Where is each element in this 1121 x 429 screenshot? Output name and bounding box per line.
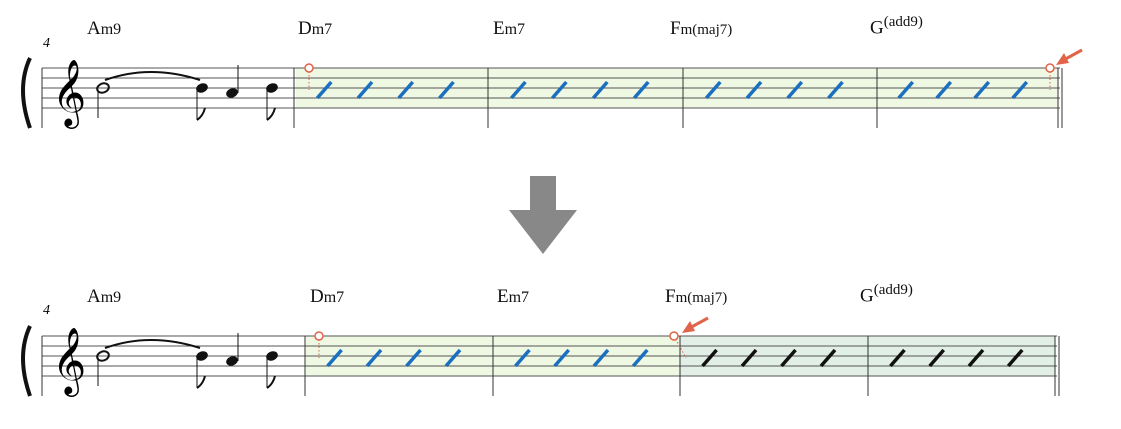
- rhythm-slash: [438, 80, 455, 100]
- selection-handle: [1045, 63, 1055, 73]
- chord-root: A: [87, 286, 101, 307]
- selection-handle: [314, 331, 324, 341]
- chord-symbol[interactable]: Em7: [493, 18, 525, 40]
- rhythm-slash: [928, 348, 946, 368]
- rhythm-slash: [553, 348, 571, 368]
- chord-quality: m9: [100, 289, 122, 306]
- chord-root: D: [310, 286, 324, 307]
- treble-clef-icon: 𝄞: [52, 58, 86, 129]
- note-head: [196, 351, 208, 361]
- chord-symbol[interactable]: Em7: [497, 286, 529, 308]
- pointer-arrowhead: [1056, 53, 1069, 65]
- rhythm-slash: [897, 80, 915, 100]
- chord-symbol[interactable]: Fm(maj7): [665, 286, 727, 308]
- rhythm-slash: [819, 348, 837, 368]
- rhythm-slash: [740, 348, 758, 368]
- note-head: [266, 351, 278, 361]
- rhythm-slash: [631, 348, 649, 368]
- tie: [104, 339, 201, 349]
- half-note: [96, 82, 110, 94]
- rhythm-slash: [356, 80, 374, 100]
- measure-number-top: 4: [43, 36, 50, 51]
- chord-quality: m7: [323, 289, 345, 306]
- rhythm-slash: [591, 80, 609, 100]
- selection-handle: [669, 331, 679, 341]
- chord-quality: (add9): [873, 282, 913, 298]
- chord-symbol[interactable]: G(add9): [860, 282, 913, 307]
- system-bracket: [21, 57, 32, 129]
- rhythm-slash: [592, 348, 610, 368]
- chord-quality: m(maj7): [675, 290, 728, 306]
- system-bracket: [21, 325, 32, 397]
- chord-root: A: [87, 18, 101, 39]
- rhythm-slash: [704, 80, 722, 100]
- chord-root: G: [860, 285, 874, 307]
- chord-symbol[interactable]: Dm7: [310, 286, 344, 308]
- chord-quality: m7: [311, 21, 333, 38]
- eighth-flag: [266, 375, 276, 389]
- chord-quality: m7: [508, 289, 530, 306]
- pointer-arrowhead: [682, 321, 695, 333]
- note-head: [196, 83, 208, 93]
- chord-quality: m(maj7): [680, 22, 733, 38]
- rhythm-slash: [444, 348, 462, 368]
- half-note: [96, 350, 110, 362]
- chord-quality: m7: [504, 21, 526, 38]
- rhythm-slash: [632, 80, 650, 100]
- rhythm-slash: [551, 80, 568, 100]
- note-head: [226, 88, 238, 98]
- rhythm-slash: [315, 80, 333, 100]
- chord-root: F: [670, 18, 681, 39]
- eighth-flag: [266, 107, 276, 121]
- down-arrow-shaft: [530, 176, 556, 210]
- eighth-flag: [196, 375, 206, 389]
- rhythm-slash: [889, 348, 906, 368]
- rhythm-slash: [827, 80, 844, 100]
- treble-clef-icon: 𝄞: [52, 326, 86, 397]
- measure-number-bottom: 4: [43, 303, 50, 318]
- note-head: [266, 83, 278, 93]
- chord-root: E: [493, 18, 505, 39]
- chord-symbol[interactable]: G(add9): [870, 14, 923, 39]
- rhythm-slash: [701, 348, 718, 368]
- chord-root: G: [870, 17, 884, 39]
- chord-root: D: [298, 18, 312, 39]
- note-head: [226, 356, 238, 366]
- chord-symbol[interactable]: Am9: [87, 18, 121, 40]
- eighth-flag: [196, 107, 206, 121]
- rhythm-slash: [745, 80, 763, 100]
- tie: [104, 71, 201, 81]
- down-arrow-icon: [509, 210, 577, 254]
- rhythm-slash: [1011, 80, 1029, 100]
- chord-symbol[interactable]: Dm7: [298, 18, 332, 40]
- rhythm-slash: [973, 80, 991, 100]
- chord-symbol[interactable]: Fm(maj7): [670, 18, 732, 40]
- rhythm-slash: [967, 348, 985, 368]
- rhythm-slash: [935, 80, 953, 100]
- chord-root: E: [497, 286, 509, 307]
- rhythm-slash: [405, 348, 422, 368]
- rhythm-slash: [786, 80, 804, 100]
- rhythm-slash: [365, 348, 383, 368]
- chord-root: F: [665, 286, 676, 307]
- selection-handle: [304, 63, 314, 73]
- rhythm-slash: [397, 80, 415, 100]
- rhythm-slash: [514, 348, 531, 368]
- rhythm-slash: [780, 348, 797, 368]
- chord-quality: (add9): [883, 14, 923, 30]
- chord-quality: m9: [100, 21, 122, 38]
- rhythm-slash: [326, 348, 343, 368]
- rhythm-slash: [510, 80, 527, 100]
- rhythm-slash: [1006, 348, 1024, 368]
- chord-symbol[interactable]: Am9: [87, 286, 121, 308]
